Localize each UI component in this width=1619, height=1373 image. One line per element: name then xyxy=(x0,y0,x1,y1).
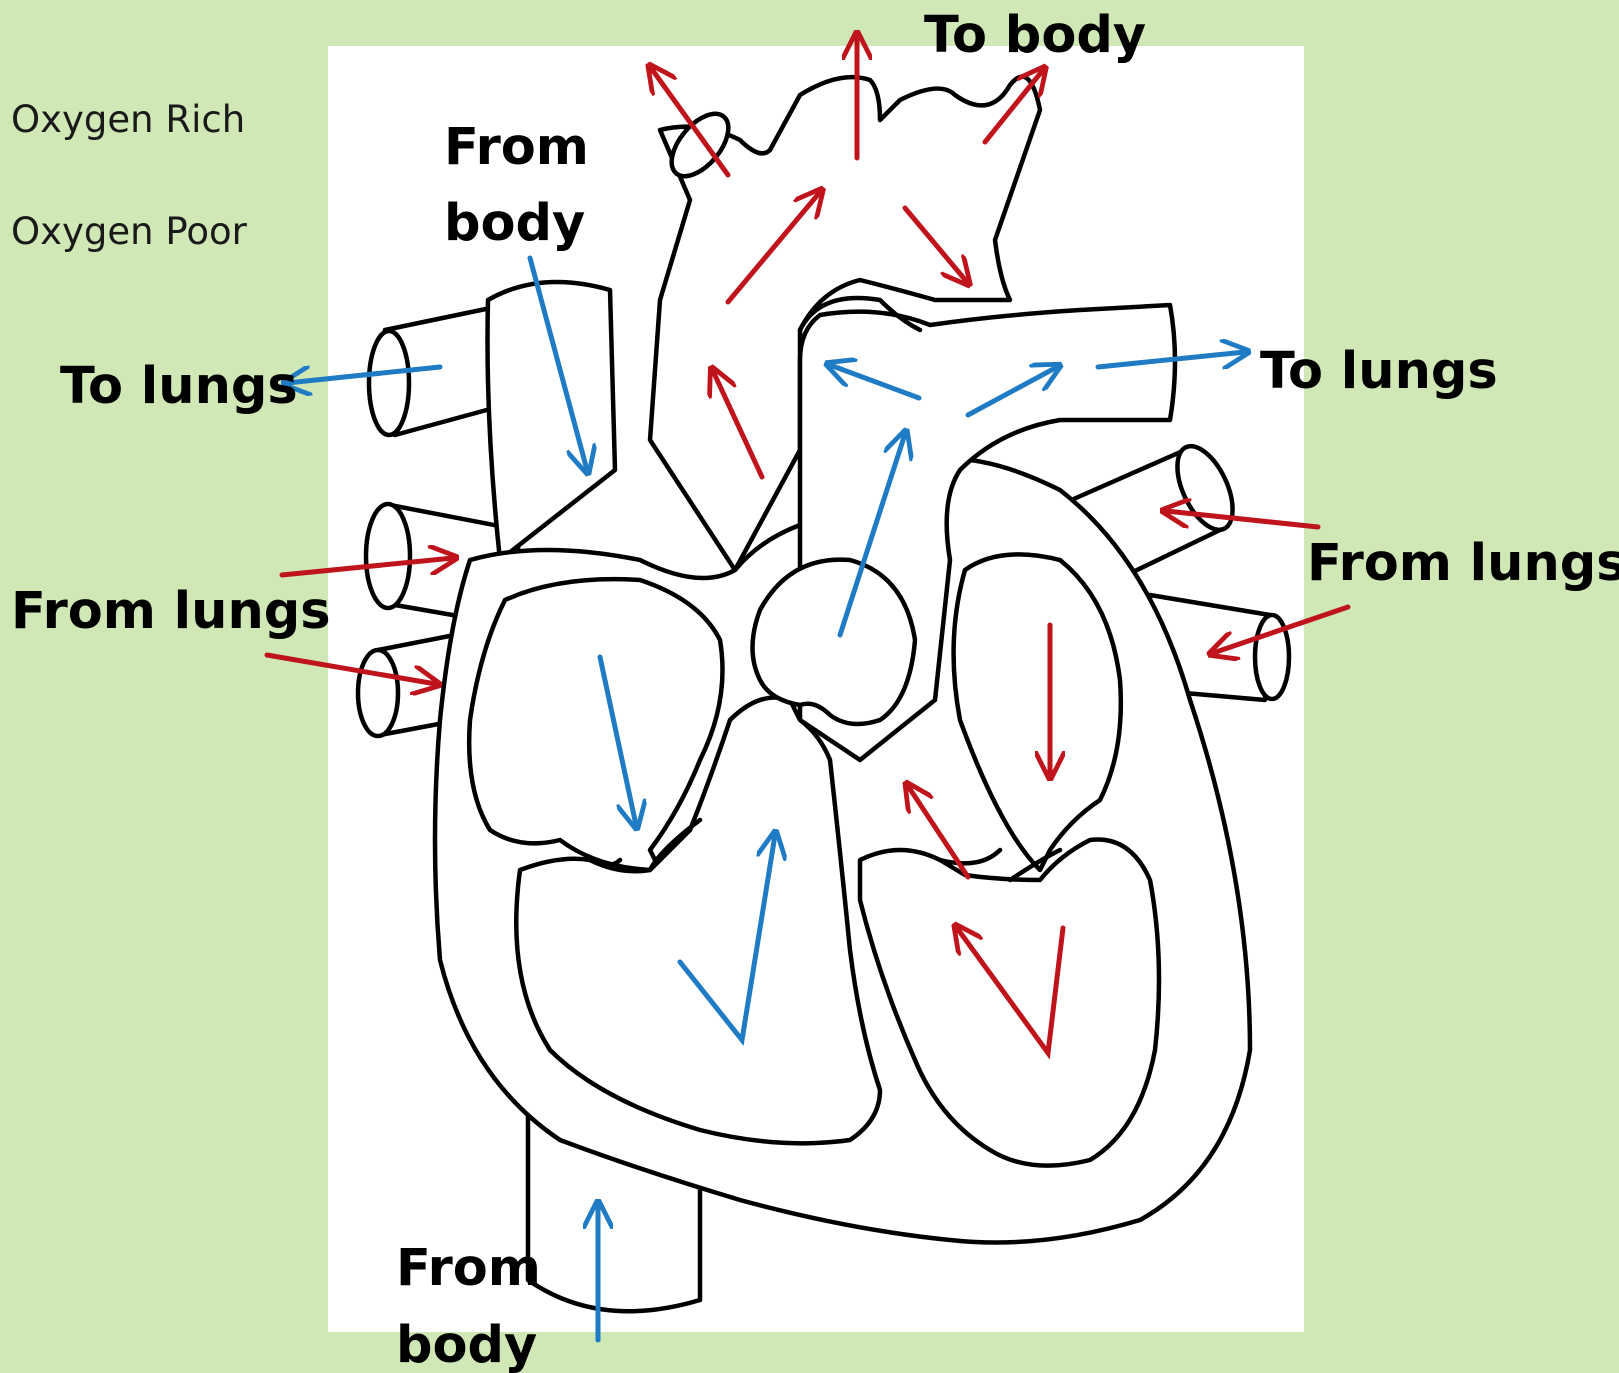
left-pulmonary-artery-opening xyxy=(369,331,409,435)
legend: Oxygen Rich Oxygen Poor xyxy=(11,98,248,253)
label-to-lungs-left: To lungs xyxy=(60,357,298,416)
label-from-lungs-left: From lungs xyxy=(11,582,331,641)
aortic-valve-bulb xyxy=(753,560,916,724)
label-to-lungs-right: To lungs xyxy=(1260,342,1498,401)
label-from-lungs-right: From lungs xyxy=(1307,534,1619,593)
legend-oxygen-rich: Oxygen Rich xyxy=(11,98,245,141)
label-to-body: To body xyxy=(924,6,1146,65)
label-from-body-bottom-line1: From xyxy=(396,1239,541,1298)
label-from-body-bottom-line2: body xyxy=(396,1316,537,1373)
left-pulmonary-vein-upper-opening xyxy=(366,504,410,608)
legend-oxygen-poor: Oxygen Poor xyxy=(11,210,248,253)
label-from-body-top-line1: From xyxy=(444,118,589,177)
label-from-body-top-line2: body xyxy=(444,194,585,253)
left-pulmonary-vein-lower-opening xyxy=(358,650,398,736)
